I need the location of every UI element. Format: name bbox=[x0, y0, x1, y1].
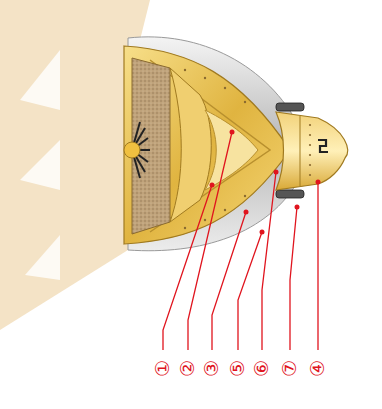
callout-number: ④ bbox=[308, 360, 327, 377]
callout-number: ⑥ bbox=[252, 360, 271, 377]
callout-number: ③ bbox=[202, 360, 221, 377]
callout-number: ② bbox=[178, 360, 197, 377]
callout-number: ⑤ bbox=[228, 360, 247, 377]
callout-number: ⑦ bbox=[280, 360, 299, 377]
callout-number: ① bbox=[153, 360, 172, 377]
